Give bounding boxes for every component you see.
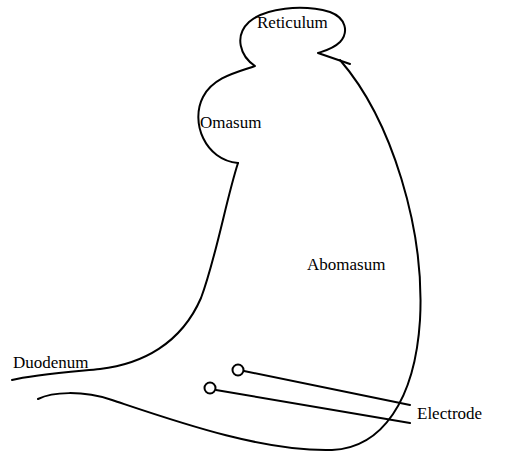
part-label: Abomasum bbox=[307, 256, 385, 275]
part-label: Omasum bbox=[200, 114, 261, 133]
electrode-wire bbox=[216, 390, 410, 423]
electrode-contact bbox=[233, 365, 244, 376]
electrode-contact bbox=[205, 383, 216, 394]
part-label: Reticulum bbox=[257, 14, 328, 33]
omasum-reticulum-outline bbox=[198, 8, 350, 163]
abomasum-greater-curvature bbox=[38, 60, 420, 450]
part-label: Duodenum bbox=[13, 354, 89, 373]
part-label: Electrode bbox=[417, 405, 482, 424]
abomasum-lesser-curvature bbox=[12, 163, 238, 380]
